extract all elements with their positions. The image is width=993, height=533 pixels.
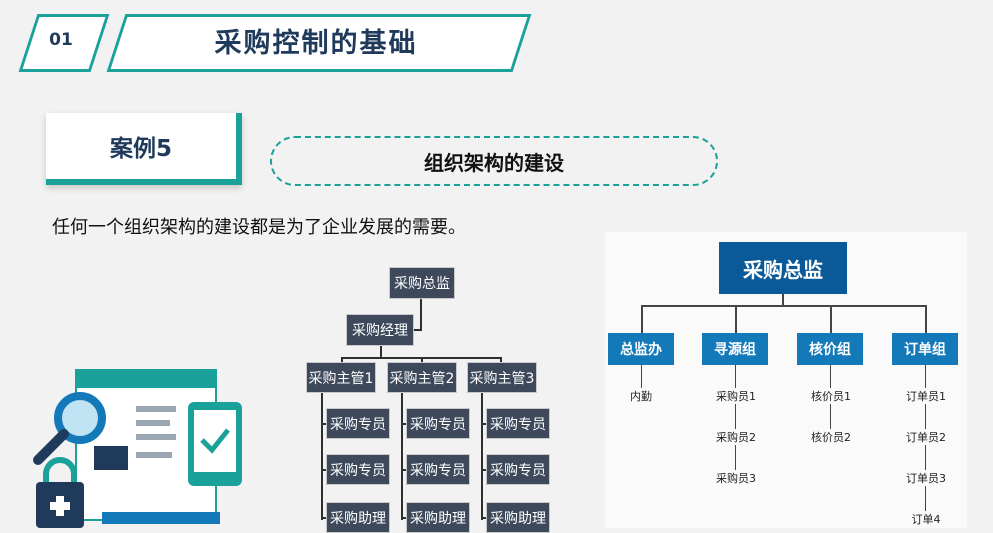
node-supervisor-2: 采购主管2 — [387, 362, 457, 393]
member-label: 订单4 — [909, 511, 943, 527]
connector-line — [420, 297, 422, 330]
connector-line — [401, 392, 403, 520]
lock-icon — [36, 457, 84, 528]
connector-line — [341, 357, 343, 365]
connector-line — [481, 392, 483, 520]
connector-line — [481, 423, 487, 425]
member-label: 订单员1 — [904, 388, 948, 404]
member-label: 采购员2 — [714, 429, 758, 445]
magnifier-icon — [33, 392, 106, 465]
member-label: 内勤 — [628, 388, 654, 404]
node-staff: 采购专员 — [486, 408, 550, 439]
connector-line — [421, 357, 423, 365]
member-label: 订单员3 — [904, 470, 948, 486]
document-review-illustration — [33, 369, 242, 528]
connector-line — [735, 305, 737, 333]
connector-line — [321, 392, 323, 520]
node-staff: 采购专员 — [326, 408, 390, 439]
node-supervisor-1: 采购主管1 — [306, 362, 376, 393]
connector-line — [321, 423, 327, 425]
node-assistant: 采购助理 — [326, 502, 390, 533]
group-node: 订单组 — [892, 333, 958, 365]
connector-line — [481, 469, 487, 471]
connector-line — [380, 346, 382, 358]
node-supervisor-3: 采购主管3 — [467, 362, 537, 393]
connector-line — [925, 305, 927, 333]
member-label: 采购员3 — [714, 470, 758, 486]
connector-line — [481, 517, 487, 519]
member-label: 核价员1 — [809, 388, 853, 404]
connector-line — [641, 305, 926, 307]
connector-line — [412, 329, 422, 331]
intro-text: 任何一个组织架构的建设都是为了企业发展的需要。 — [52, 217, 466, 238]
connector-line — [641, 365, 642, 395]
connector-line — [321, 517, 327, 519]
section-number: 01 — [49, 30, 73, 50]
connector-line — [401, 423, 407, 425]
node-staff: 采购专员 — [406, 408, 470, 439]
connector-line — [641, 305, 643, 333]
connector-line — [735, 365, 736, 477]
topic-pill: 组织架构的建设 — [270, 136, 718, 186]
node-director: 采购总监 — [389, 267, 455, 299]
connector-line — [401, 517, 407, 519]
node-staff: 采购专员 — [326, 454, 390, 485]
tablet-check-icon — [188, 402, 242, 486]
connector-line — [782, 294, 784, 306]
node-manager: 采购经理 — [346, 314, 414, 346]
group-node: 核价组 — [797, 333, 863, 365]
case-label-card: 案例5 — [46, 113, 242, 185]
member-label: 采购员1 — [714, 388, 758, 404]
member-label: 核价员2 — [809, 429, 853, 445]
connector-line — [401, 469, 407, 471]
connector-line — [500, 357, 502, 365]
connector-line — [830, 305, 832, 333]
node-staff: 采购专员 — [406, 454, 470, 485]
group-node: 寻源组 — [702, 333, 768, 365]
org-top-node: 采购总监 — [719, 242, 847, 294]
connector-line — [321, 469, 327, 471]
group-node: 总监办 — [608, 333, 674, 365]
page-title: 采购控制的基础 — [214, 27, 418, 59]
node-assistant: 采购助理 — [406, 502, 470, 533]
node-assistant: 采购助理 — [486, 502, 550, 533]
member-label: 订单员2 — [904, 429, 948, 445]
node-staff: 采购专员 — [486, 454, 550, 485]
